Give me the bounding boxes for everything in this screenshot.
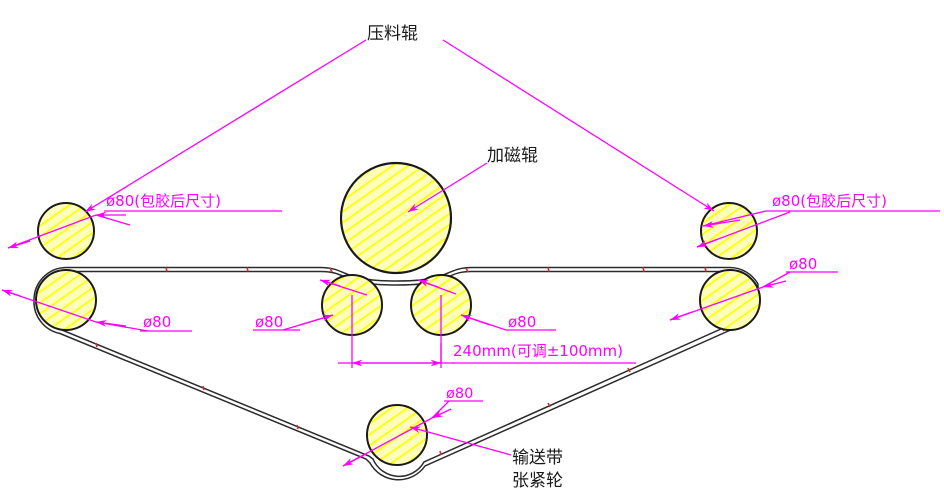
dim-line-press-left bbox=[7, 214, 97, 249]
dim-leader-tensioner bbox=[431, 400, 450, 419]
label-dia80-coated-left: ø80(包胶后尺寸) bbox=[106, 192, 221, 210]
label-press-roller: 压料辊 bbox=[367, 24, 418, 44]
dim-arrow-mid-right bbox=[460, 314, 491, 326]
label-span-dimension: 240mm(可调±100mm) bbox=[453, 342, 623, 360]
roller-drive-roller-left bbox=[35, 269, 97, 331]
roller-press-roller-left bbox=[37, 202, 95, 260]
label-belt-tensioner: 输送带 张紧轮 bbox=[512, 447, 563, 493]
label-magnet-roller: 加磁辊 bbox=[487, 146, 538, 166]
roller-press-roller-right bbox=[700, 202, 758, 260]
dim-leader-drive-right bbox=[762, 271, 791, 288]
label-dia80-mid-left: ø80 bbox=[255, 313, 284, 331]
label-dia80-mid-right: ø80 bbox=[508, 313, 537, 331]
roller-drive-roller-right bbox=[699, 269, 761, 331]
dim-arrow-tensioner-in bbox=[342, 453, 367, 467]
dim-leader-press-left bbox=[95, 214, 131, 226]
dim-arrow-drive-left-in bbox=[1, 289, 21, 297]
label-belt-tensioner-line2: 张紧轮 bbox=[512, 470, 563, 491]
dim-arrow-drive-left-out bbox=[95, 320, 127, 327]
label-belt-tensioner-line1: 输送带 bbox=[512, 448, 563, 468]
dim-arrow-mid-left-top bbox=[319, 279, 341, 287]
dim-arrow-drive-right-out bbox=[762, 280, 787, 288]
leader-press-roller-left bbox=[84, 39, 367, 213]
label-dia80-tensioner: ø80 bbox=[446, 386, 474, 402]
dim-arrow-press-right-in bbox=[696, 238, 719, 248]
label-dia80-right-lower: ø80 bbox=[789, 255, 818, 273]
leader-magnet-roller bbox=[407, 162, 488, 213]
dim-arrow-mid-right-top bbox=[417, 279, 439, 288]
dim-arrow-press-left-in bbox=[7, 240, 31, 249]
dim-arrow-mid-left bbox=[299, 314, 334, 326]
dim-arrow-drive-right-in bbox=[669, 311, 693, 321]
roller-magnet-roller-center bbox=[339, 161, 453, 275]
leader-belt-tensioner bbox=[409, 426, 512, 456]
dim-arrow-tensioner-out bbox=[431, 408, 452, 419]
leader-press-roller-right bbox=[442, 39, 715, 212]
dim-arrow-press-right-out bbox=[702, 219, 741, 228]
label-dia80-left-lower: ø80 bbox=[143, 313, 172, 331]
label-dia80-coated-right: ø80(包胶后尺寸) bbox=[772, 192, 887, 210]
roller-belt-tensioner-roller bbox=[366, 404, 428, 466]
